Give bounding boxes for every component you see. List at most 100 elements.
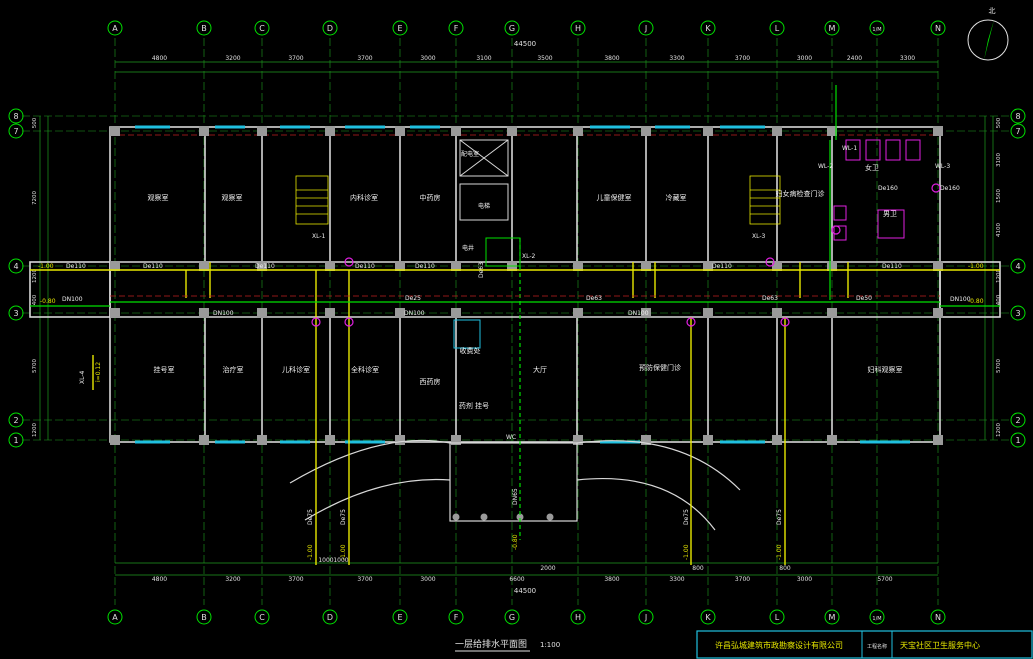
pipe-label: De75 — [776, 509, 783, 525]
room-label: 冷藏室 — [666, 193, 687, 202]
row-axis-bubble: 8 — [1010, 108, 1026, 124]
col-axis-bubble: M — [824, 20, 840, 36]
elevator-shafts — [453, 139, 521, 349]
column-pillar — [703, 435, 713, 445]
col-axis-bubble: F — [448, 609, 464, 625]
room-label: 女卫 — [865, 163, 879, 172]
level-mark: -1.00 — [683, 544, 690, 560]
room-label: 电梯 — [478, 202, 490, 210]
col-axis-bubble: C — [254, 609, 270, 625]
row-axis-bubble: 3 — [8, 305, 24, 321]
column-pillar — [933, 435, 943, 445]
pipe-label: XL-1 — [312, 233, 326, 240]
row-axis-bubble: 7 — [1010, 123, 1026, 139]
project-name: 天宝社区卫生服务中心 — [900, 640, 980, 650]
pipe-label: WL-3 — [935, 163, 950, 170]
col-axis-bubble: M — [824, 609, 840, 625]
side-dimension-chains: 5007200120040057001200500310015004100120… — [32, 117, 1002, 437]
col-axis-bubble: 1/M — [869, 20, 885, 36]
column-pillar — [257, 308, 267, 318]
right-dim-value: 500 — [996, 117, 1002, 128]
column-pillar — [110, 126, 120, 136]
column-pillar — [573, 126, 583, 136]
room-label: 配电室 — [461, 150, 479, 158]
top-dim-value: 3800 — [604, 55, 619, 62]
col-axis-label: L — [775, 613, 780, 622]
column-pillar — [110, 308, 120, 318]
bottom-dim-value: 3800 — [604, 576, 619, 583]
room-label: 全科诊室 — [351, 365, 379, 374]
column-pillar — [573, 435, 583, 445]
axis-grid-lines — [22, 38, 1012, 605]
column-pillar — [772, 261, 782, 271]
column-pillar — [772, 126, 782, 136]
left-dim-value: 1200 — [32, 269, 38, 283]
col-axis-bubble: A — [107, 20, 123, 36]
left-dim-value: 400 — [32, 294, 38, 305]
canopy-pillar — [452, 513, 460, 521]
left-dim-value: 1200 — [32, 423, 38, 437]
wc-mark: WC — [506, 434, 516, 441]
col-axis-bubble: K — [700, 609, 716, 625]
col-axis-label: F — [454, 24, 459, 33]
col-axis-bubble: F — [448, 20, 464, 36]
row-axis-bubble: 7 — [8, 123, 24, 139]
bottom-dim-value: 3000 — [797, 576, 812, 583]
bottom-total-dim: 44500 — [514, 587, 536, 595]
column-pillar — [110, 435, 120, 445]
row-axis-bubble: 2 — [8, 412, 24, 428]
room-labels: 观察室 观察室 内科诊室 中药房 儿童保健室 冷藏室 妇女病检查门诊 女卫 男卫… — [148, 150, 903, 410]
bottom-dim-value: 4800 — [152, 576, 167, 583]
pipe-label: De75 — [683, 509, 690, 525]
column-pillar — [325, 308, 335, 318]
col-axis-label: H — [575, 24, 581, 33]
bottom-dim-value: 5700 — [877, 576, 892, 583]
bottom-extra-dim: 1000 — [318, 557, 333, 564]
col-axis-bubble: G — [504, 20, 520, 36]
col-axis-label: A — [112, 24, 118, 33]
column-pillar — [933, 308, 943, 318]
pipe-label: DN65 — [512, 488, 519, 505]
col-axis-bubble: H — [570, 20, 586, 36]
column-pillar — [199, 435, 209, 445]
level-mark: -0.80 — [968, 298, 984, 305]
column-pillar — [451, 261, 461, 271]
column-pillar — [110, 261, 120, 271]
top-dim-value: 3000 — [420, 55, 435, 62]
col-axis-label: J — [644, 613, 647, 622]
pipe-label: De110 — [882, 263, 902, 270]
row-axis-bubble: 1 — [1010, 432, 1026, 448]
room-label: 妇科观察室 — [868, 365, 903, 374]
column-pillar — [703, 261, 713, 271]
column-pillar — [199, 126, 209, 136]
pipe-label: De160 — [878, 185, 898, 192]
bottom-dim-value: 3700 — [735, 576, 750, 583]
pipe-label: De110 — [415, 263, 435, 270]
room-label: 妇女病检查门诊 — [776, 189, 825, 198]
title-block: 许昌弘城建筑市政勘察设计有限公司 工程名称 天宝社区卫生服务中心 — [696, 630, 1033, 659]
pipe-label: WL-1 — [842, 145, 857, 152]
col-axis-label: G — [509, 613, 515, 622]
top-dim-value: 3700 — [735, 55, 750, 62]
col-axis-bubble: L — [769, 609, 785, 625]
canopy-pillar — [546, 513, 554, 521]
bottom-extra-dim: 1000 — [333, 557, 348, 564]
col-axis-label: C — [259, 24, 265, 33]
column-pillar — [199, 261, 209, 271]
row-axis-bubble: 2 — [1010, 412, 1026, 428]
level-mark: -1.00 — [340, 544, 347, 560]
column-pillar — [395, 126, 405, 136]
col-axis-label: K — [705, 613, 711, 622]
col-axis-label: K — [705, 24, 711, 33]
column-pillar — [573, 308, 583, 318]
room-label: 中药房 — [420, 193, 441, 202]
column-pillar — [703, 308, 713, 318]
top-dim-value: 2400 — [847, 55, 862, 62]
pipe-label: De75 — [307, 509, 314, 525]
row-axis-label: 3 — [13, 309, 18, 318]
left-dim-value: 500 — [32, 117, 38, 128]
